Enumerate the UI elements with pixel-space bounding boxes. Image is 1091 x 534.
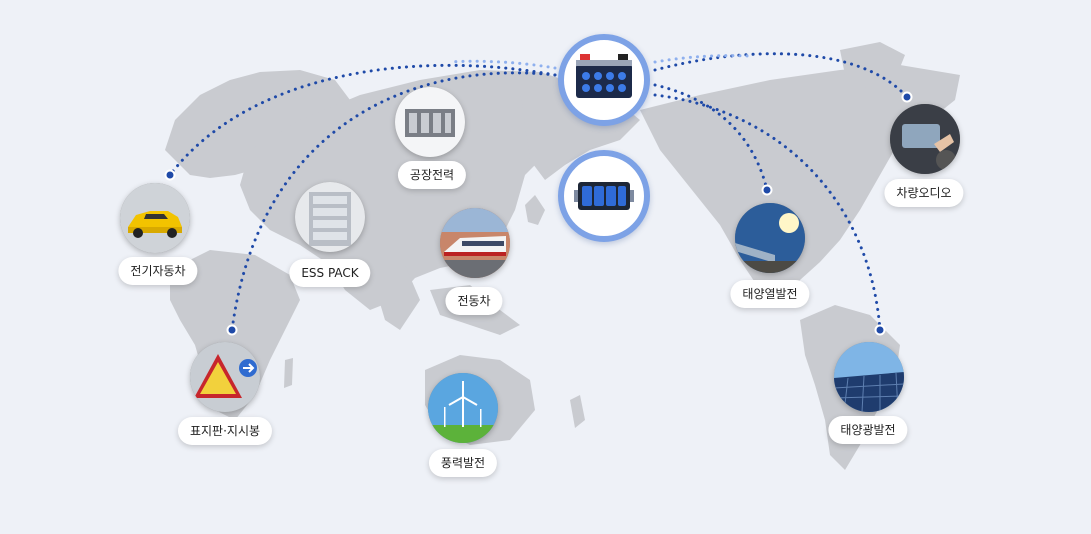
node-factory-power [395, 87, 465, 157]
anchor-dot-signs [226, 324, 238, 336]
anchor-dot-solar-thermal [761, 184, 773, 196]
label-electric-train: 전동차 [445, 287, 503, 315]
node-ess-pack [295, 182, 365, 252]
landmass-new-zealand [570, 395, 585, 428]
label-factory-power: 공장전력 [397, 161, 467, 189]
battery-pack-icon [576, 54, 632, 98]
label-solar-thermal: 태양열발전 [730, 280, 810, 308]
label-solar-pv: 태양광발전 [828, 416, 908, 444]
solar-panel-icon [834, 342, 904, 412]
arc-hub-to-solar-pv [653, 93, 882, 332]
factory-equipment-icon [395, 87, 465, 157]
electric-car-icon [120, 183, 190, 253]
arc-hub-light-left [448, 59, 557, 70]
node-signs [190, 342, 260, 412]
hub-battery-pack [558, 34, 650, 126]
landmass-india [370, 265, 420, 330]
arc-hub-to-ev [168, 63, 557, 177]
node-wind-power [428, 373, 498, 443]
landmass-greenland [840, 42, 905, 88]
landmass-north-america [640, 65, 960, 300]
anchor-dot-solar-pv [874, 324, 886, 336]
node-car-audio [890, 104, 960, 174]
node-solar-pv [834, 342, 904, 412]
label-ess-pack: ESS PACK [289, 259, 371, 287]
node-electric-train [440, 208, 510, 278]
arc-hub-to-solar-thermal [653, 83, 769, 192]
wind-turbine-icon [428, 373, 498, 443]
arc-hub-to-signs [230, 71, 557, 332]
solar-thermal-icon [735, 203, 805, 273]
node-electric-vehicle [120, 183, 190, 253]
landmass-japan [525, 195, 545, 225]
label-electric-vehicle: 전기자동차 [118, 257, 198, 285]
battery-module-icon [574, 182, 634, 210]
label-wind-power: 풍력발전 [428, 449, 498, 477]
landmass-madagascar [284, 358, 293, 388]
anchor-dot-car-audio [901, 91, 913, 103]
hub-battery-module [558, 150, 650, 242]
node-solar-thermal [735, 203, 805, 273]
train-icon [440, 208, 510, 278]
label-car-audio: 차량오디오 [884, 179, 964, 207]
ess-cabinet-icon [295, 182, 365, 252]
anchor-dot-ev [164, 169, 176, 181]
landmass-africa [170, 250, 300, 420]
landmass-europe-north [165, 70, 350, 178]
car-audio-icon [890, 104, 960, 174]
arc-hub-light-right [653, 54, 752, 64]
label-signs: 표지판·지시봉 [177, 417, 273, 445]
road-sign-icon [190, 342, 260, 412]
